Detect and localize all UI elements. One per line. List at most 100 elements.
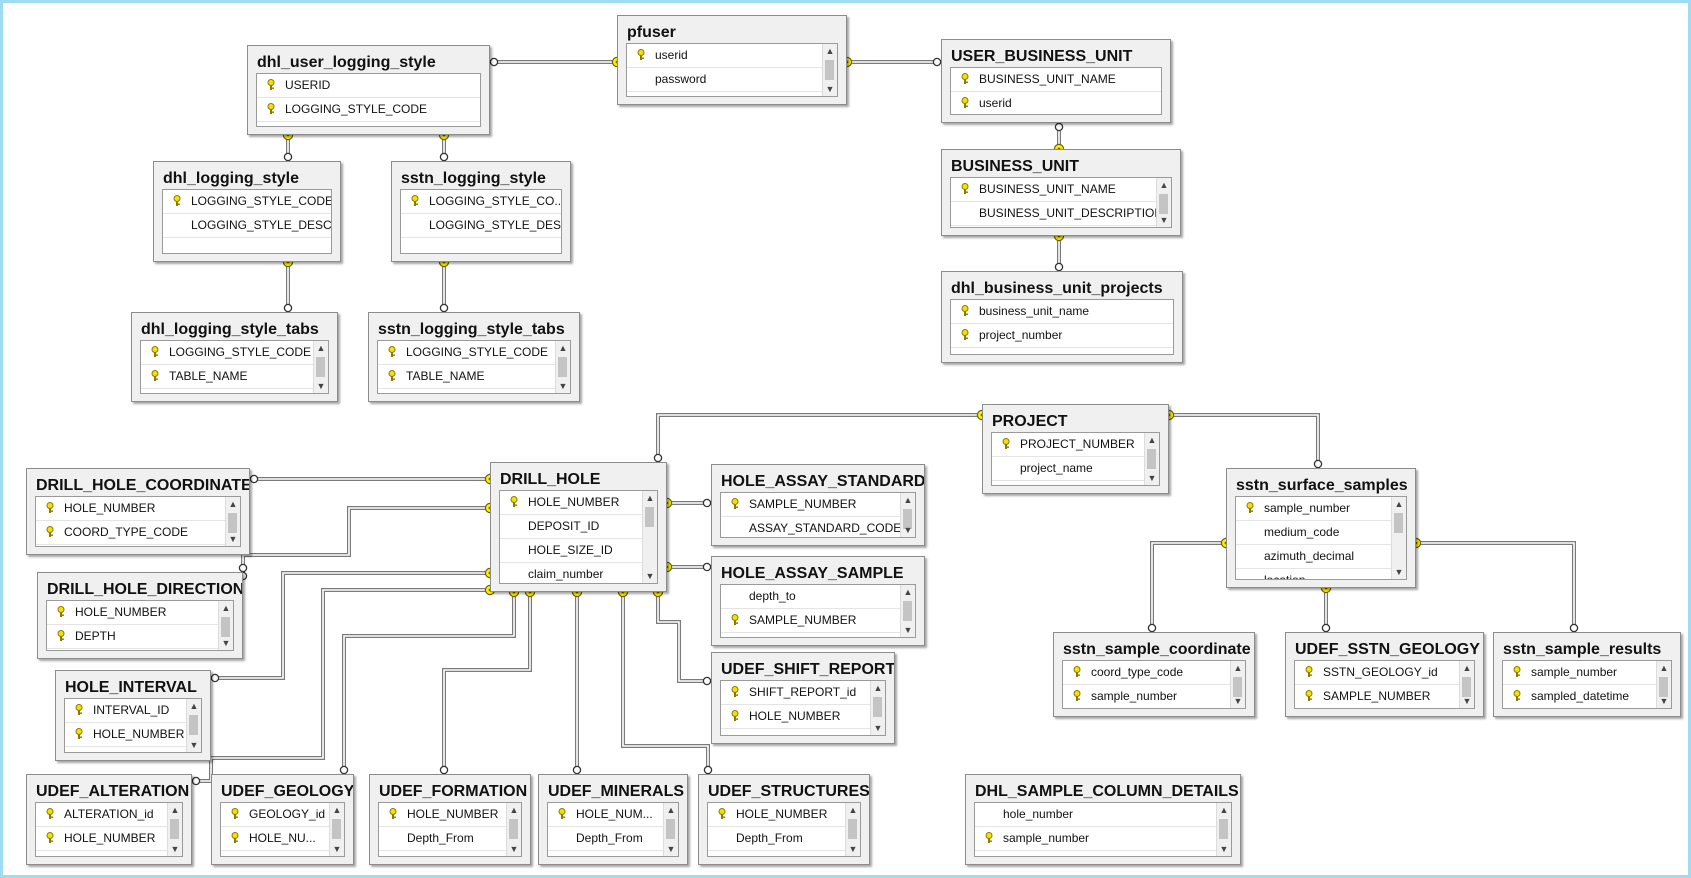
scrollbar[interactable]: ▲▼ bbox=[555, 341, 570, 393]
scrollbar[interactable]: ▲▼ bbox=[642, 491, 657, 583]
table-title[interactable]: UDEF_GEOLOGY bbox=[221, 783, 353, 800]
scroll-thumb[interactable] bbox=[873, 697, 882, 717]
column-row[interactable]: HOLE_SIZE_ID bbox=[500, 539, 642, 563]
column-row[interactable]: HOLE_NUMBER bbox=[708, 803, 845, 827]
column-row[interactable]: HOLE_NUM... bbox=[548, 803, 663, 827]
column-row[interactable]: Depth_From bbox=[548, 827, 663, 851]
scroll-up-arrow-icon[interactable]: ▲ bbox=[1219, 805, 1229, 815]
scroll-up-arrow-icon[interactable]: ▲ bbox=[645, 493, 655, 503]
table-title[interactable]: dhl_logging_style bbox=[163, 170, 300, 187]
scroll-thumb[interactable] bbox=[558, 357, 567, 377]
relationship-udef-geology-to-drill-hole[interactable] bbox=[339, 586, 520, 783]
scroll-down-arrow-icon[interactable]: ▼ bbox=[170, 844, 180, 854]
scroll-up-arrow-icon[interactable]: ▲ bbox=[848, 805, 858, 815]
scroll-up-arrow-icon[interactable]: ▲ bbox=[903, 587, 913, 597]
column-row[interactable]: USERID bbox=[257, 74, 480, 98]
column-row[interactable]: sampled_datetime bbox=[1503, 685, 1656, 708]
column-row[interactable]: INTERVAL_ID bbox=[65, 699, 186, 723]
scrollbar[interactable]: ▲▼ bbox=[900, 493, 915, 537]
scrollbar[interactable]: ▲▼ bbox=[186, 699, 201, 752]
column-row[interactable]: HOLE_NUMBER bbox=[47, 601, 218, 625]
column-row[interactable]: sample_number bbox=[1236, 497, 1391, 521]
relationship-sstn-sample-coordinate-to-sstn-surface-samples[interactable] bbox=[1147, 537, 1232, 641]
column-list[interactable]: HOLE_NUM...Depth_From ▲ ▼ bbox=[547, 802, 679, 857]
scrollbar[interactable]: ▲▼ bbox=[845, 803, 860, 856]
scroll-up-arrow-icon[interactable]: ▲ bbox=[1233, 663, 1243, 673]
relationship-dhl-user-logging-style-to-pfuser[interactable] bbox=[481, 56, 623, 68]
relationship-drill-hole-direction-to-drill-hole[interactable] bbox=[238, 502, 496, 581]
scroll-up-arrow-icon[interactable]: ▲ bbox=[1462, 663, 1472, 673]
scrollbar[interactable]: ▲▼ bbox=[1656, 661, 1671, 708]
column-row[interactable]: project_name bbox=[992, 457, 1144, 481]
scroll-up-arrow-icon[interactable]: ▲ bbox=[316, 343, 326, 353]
column-row[interactable]: GEOLOGY_id bbox=[221, 803, 329, 827]
scroll-down-arrow-icon[interactable]: ▼ bbox=[228, 534, 238, 544]
scroll-up-arrow-icon[interactable]: ▲ bbox=[825, 46, 835, 56]
scroll-thumb[interactable] bbox=[1159, 194, 1168, 214]
scroll-up-arrow-icon[interactable]: ▲ bbox=[1159, 180, 1169, 190]
scroll-thumb[interactable] bbox=[189, 715, 198, 735]
scrollbar[interactable]: ▲▼ bbox=[1391, 497, 1406, 579]
scroll-up-arrow-icon[interactable]: ▲ bbox=[873, 683, 883, 693]
scroll-up-arrow-icon[interactable]: ▲ bbox=[666, 805, 676, 815]
scroll-down-arrow-icon[interactable]: ▼ bbox=[1233, 696, 1243, 706]
scroll-down-arrow-icon[interactable]: ▼ bbox=[1659, 696, 1669, 706]
column-row[interactable]: sample_number bbox=[975, 827, 1216, 851]
scroll-thumb[interactable] bbox=[848, 819, 857, 839]
column-row[interactable]: depth_to bbox=[721, 585, 900, 609]
scroll-thumb[interactable] bbox=[825, 60, 834, 80]
table-title[interactable]: HOLE_ASSAY_STANDARD bbox=[721, 473, 924, 490]
scroll-down-arrow-icon[interactable]: ▼ bbox=[666, 844, 676, 854]
relationship-drill-hole-coordinate-to-drill-hole[interactable] bbox=[241, 473, 496, 485]
scrollbar[interactable]: ▲▼ bbox=[1230, 661, 1245, 708]
column-list[interactable]: LOGGING_STYLE_CO...LOGGING_STYLE_DESC bbox=[400, 189, 562, 254]
relationship-sstn-logging-style-tabs-to-sstn-logging-style[interactable] bbox=[438, 256, 450, 321]
scroll-up-arrow-icon[interactable]: ▲ bbox=[903, 495, 913, 505]
column-row[interactable]: password bbox=[627, 68, 822, 92]
scroll-thumb[interactable] bbox=[666, 819, 675, 839]
column-row[interactable]: sample_number bbox=[1503, 661, 1656, 685]
column-row[interactable]: medium_code bbox=[1236, 521, 1391, 545]
column-row[interactable]: LOGGING_STYLE_DESC bbox=[163, 214, 331, 238]
column-row[interactable]: LOGGING_STYLE_DESC bbox=[401, 214, 561, 238]
column-row[interactable]: ALTERATION_id bbox=[36, 803, 167, 827]
column-row[interactable]: PROJECT_NUMBER bbox=[992, 433, 1144, 457]
scrollbar[interactable]: ▲▼ bbox=[329, 803, 344, 856]
column-row[interactable]: userid bbox=[627, 44, 822, 68]
column-row[interactable]: project_number bbox=[951, 324, 1173, 348]
column-row[interactable]: claim_number bbox=[500, 563, 642, 583]
column-row[interactable]: SAMPLE_NUMBER bbox=[721, 493, 900, 517]
scroll-down-arrow-icon[interactable]: ▼ bbox=[903, 625, 913, 635]
relationship-user-business-unit-to-pfuser[interactable] bbox=[841, 56, 950, 68]
table-title[interactable]: DRILL_HOLE_DIRECTION bbox=[47, 581, 242, 598]
column-row[interactable]: SHIFT_REPORT_id bbox=[721, 681, 870, 705]
table-title[interactable]: UDEF_FORMATION bbox=[379, 783, 528, 800]
table-title[interactable]: pfuser bbox=[627, 24, 676, 41]
table-title[interactable]: UDEF_SSTN_GEOLOGY bbox=[1295, 641, 1480, 658]
scroll-down-arrow-icon[interactable]: ▼ bbox=[848, 844, 858, 854]
scrollbar[interactable]: ▲▼ bbox=[313, 341, 328, 393]
scrollbar[interactable]: ▲▼ bbox=[1216, 803, 1231, 856]
table-title[interactable]: DRILL_HOLE_COORDINATE bbox=[36, 477, 249, 494]
relationship-udef-minerals-to-drill-hole[interactable] bbox=[571, 586, 583, 783]
column-row[interactable]: HOLE_NUMBER bbox=[36, 497, 225, 521]
